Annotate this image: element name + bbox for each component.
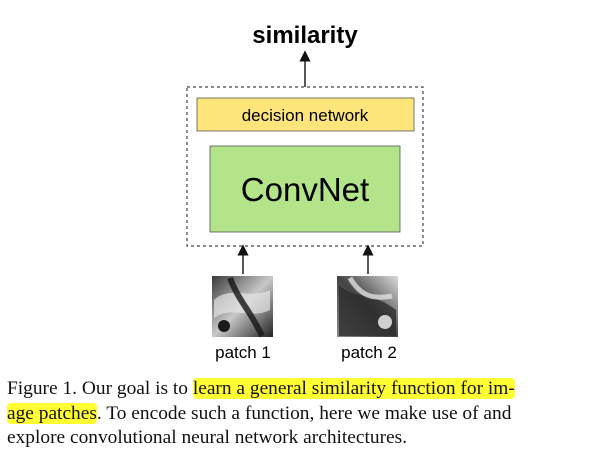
- caption-line3: explore convolutional neural network arc…: [7, 427, 408, 448]
- patch2-label: patch 2: [341, 343, 397, 362]
- patch1-label: patch 1: [215, 343, 271, 362]
- decision-network-label: decision network: [242, 106, 369, 125]
- figure-caption: Figure 1. Our goal is to learn a general…: [7, 377, 605, 451]
- patch2-image: [337, 276, 398, 337]
- similarity-output-label: similarity: [252, 22, 358, 49]
- patch1-image: [212, 276, 273, 338]
- caption-line2-rest: . To encode such a function, here we mak…: [96, 402, 512, 424]
- caption-highlight-1: learn a general similarity function for …: [192, 378, 515, 399]
- convnet-label: ConvNet: [241, 171, 369, 208]
- caption-highlight-2: age patches: [7, 402, 97, 424]
- decision-network-box: [196, 97, 415, 132]
- network-container: [186, 86, 424, 247]
- caption-lead: Figure 1. Our goal is to: [7, 378, 188, 399]
- convnet-box: [209, 145, 401, 233]
